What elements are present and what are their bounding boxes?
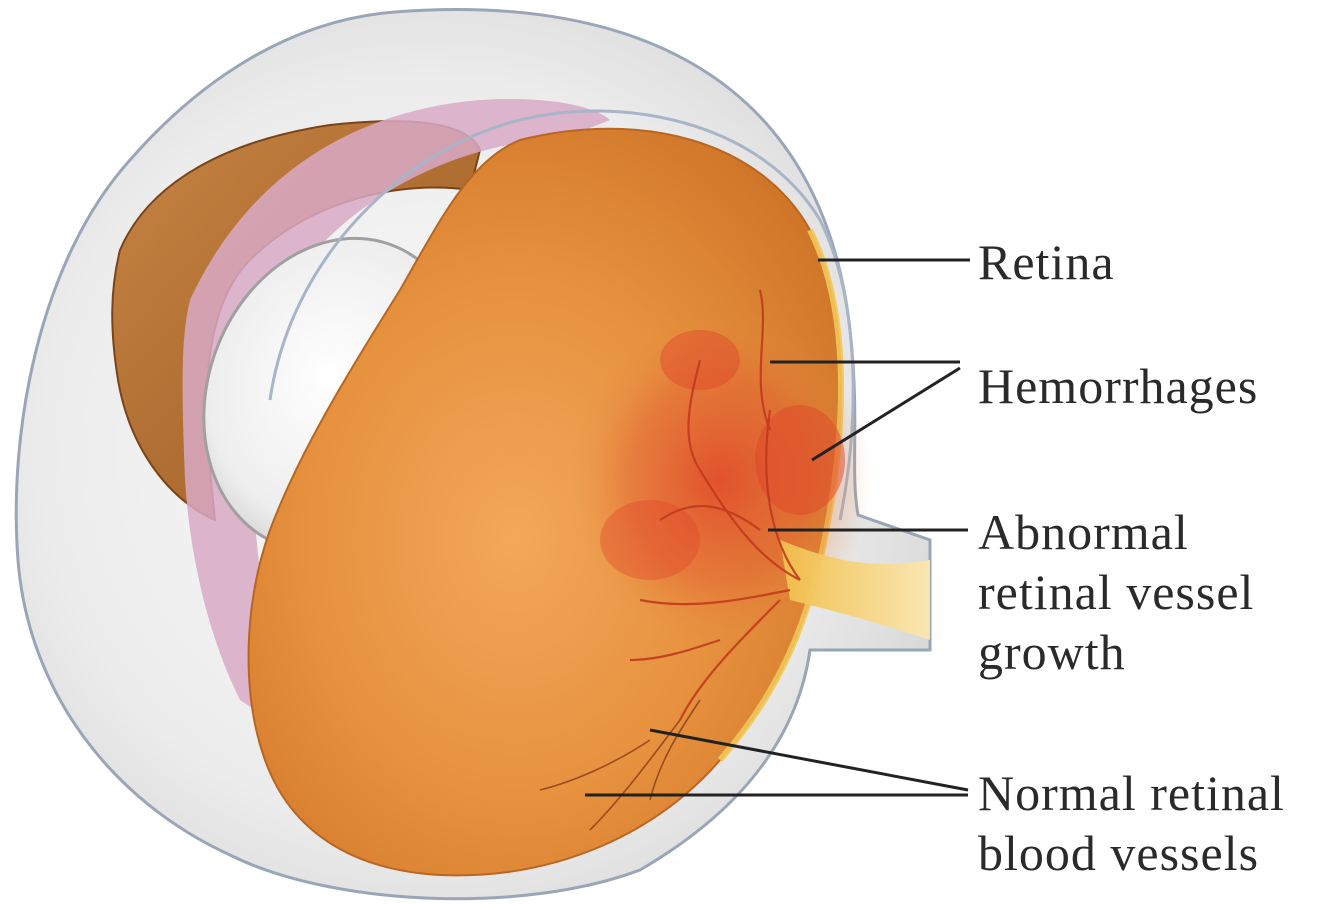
label-hemorrhages-text: Hemorrhages (978, 356, 1258, 416)
label-retina-text: Retina (978, 232, 1115, 292)
label-normal-retinal-blood-vessels: Normal retinal blood vessels (978, 763, 1285, 883)
hemorrhage-spot-3 (600, 500, 700, 580)
label-abnormal-line-1: Abnormal (978, 502, 1254, 562)
label-retina: Retina (978, 232, 1115, 292)
label-abnormal-line-2: retinal vessel (978, 562, 1254, 622)
label-normal-line-2: blood vessels (978, 823, 1285, 883)
label-abnormal-vessel-growth: Abnormal retinal vessel growth (978, 502, 1254, 682)
label-abnormal-line-3: growth (978, 622, 1254, 682)
label-normal-line-1: Normal retinal (978, 763, 1285, 823)
label-hemorrhages: Hemorrhages (978, 356, 1258, 416)
